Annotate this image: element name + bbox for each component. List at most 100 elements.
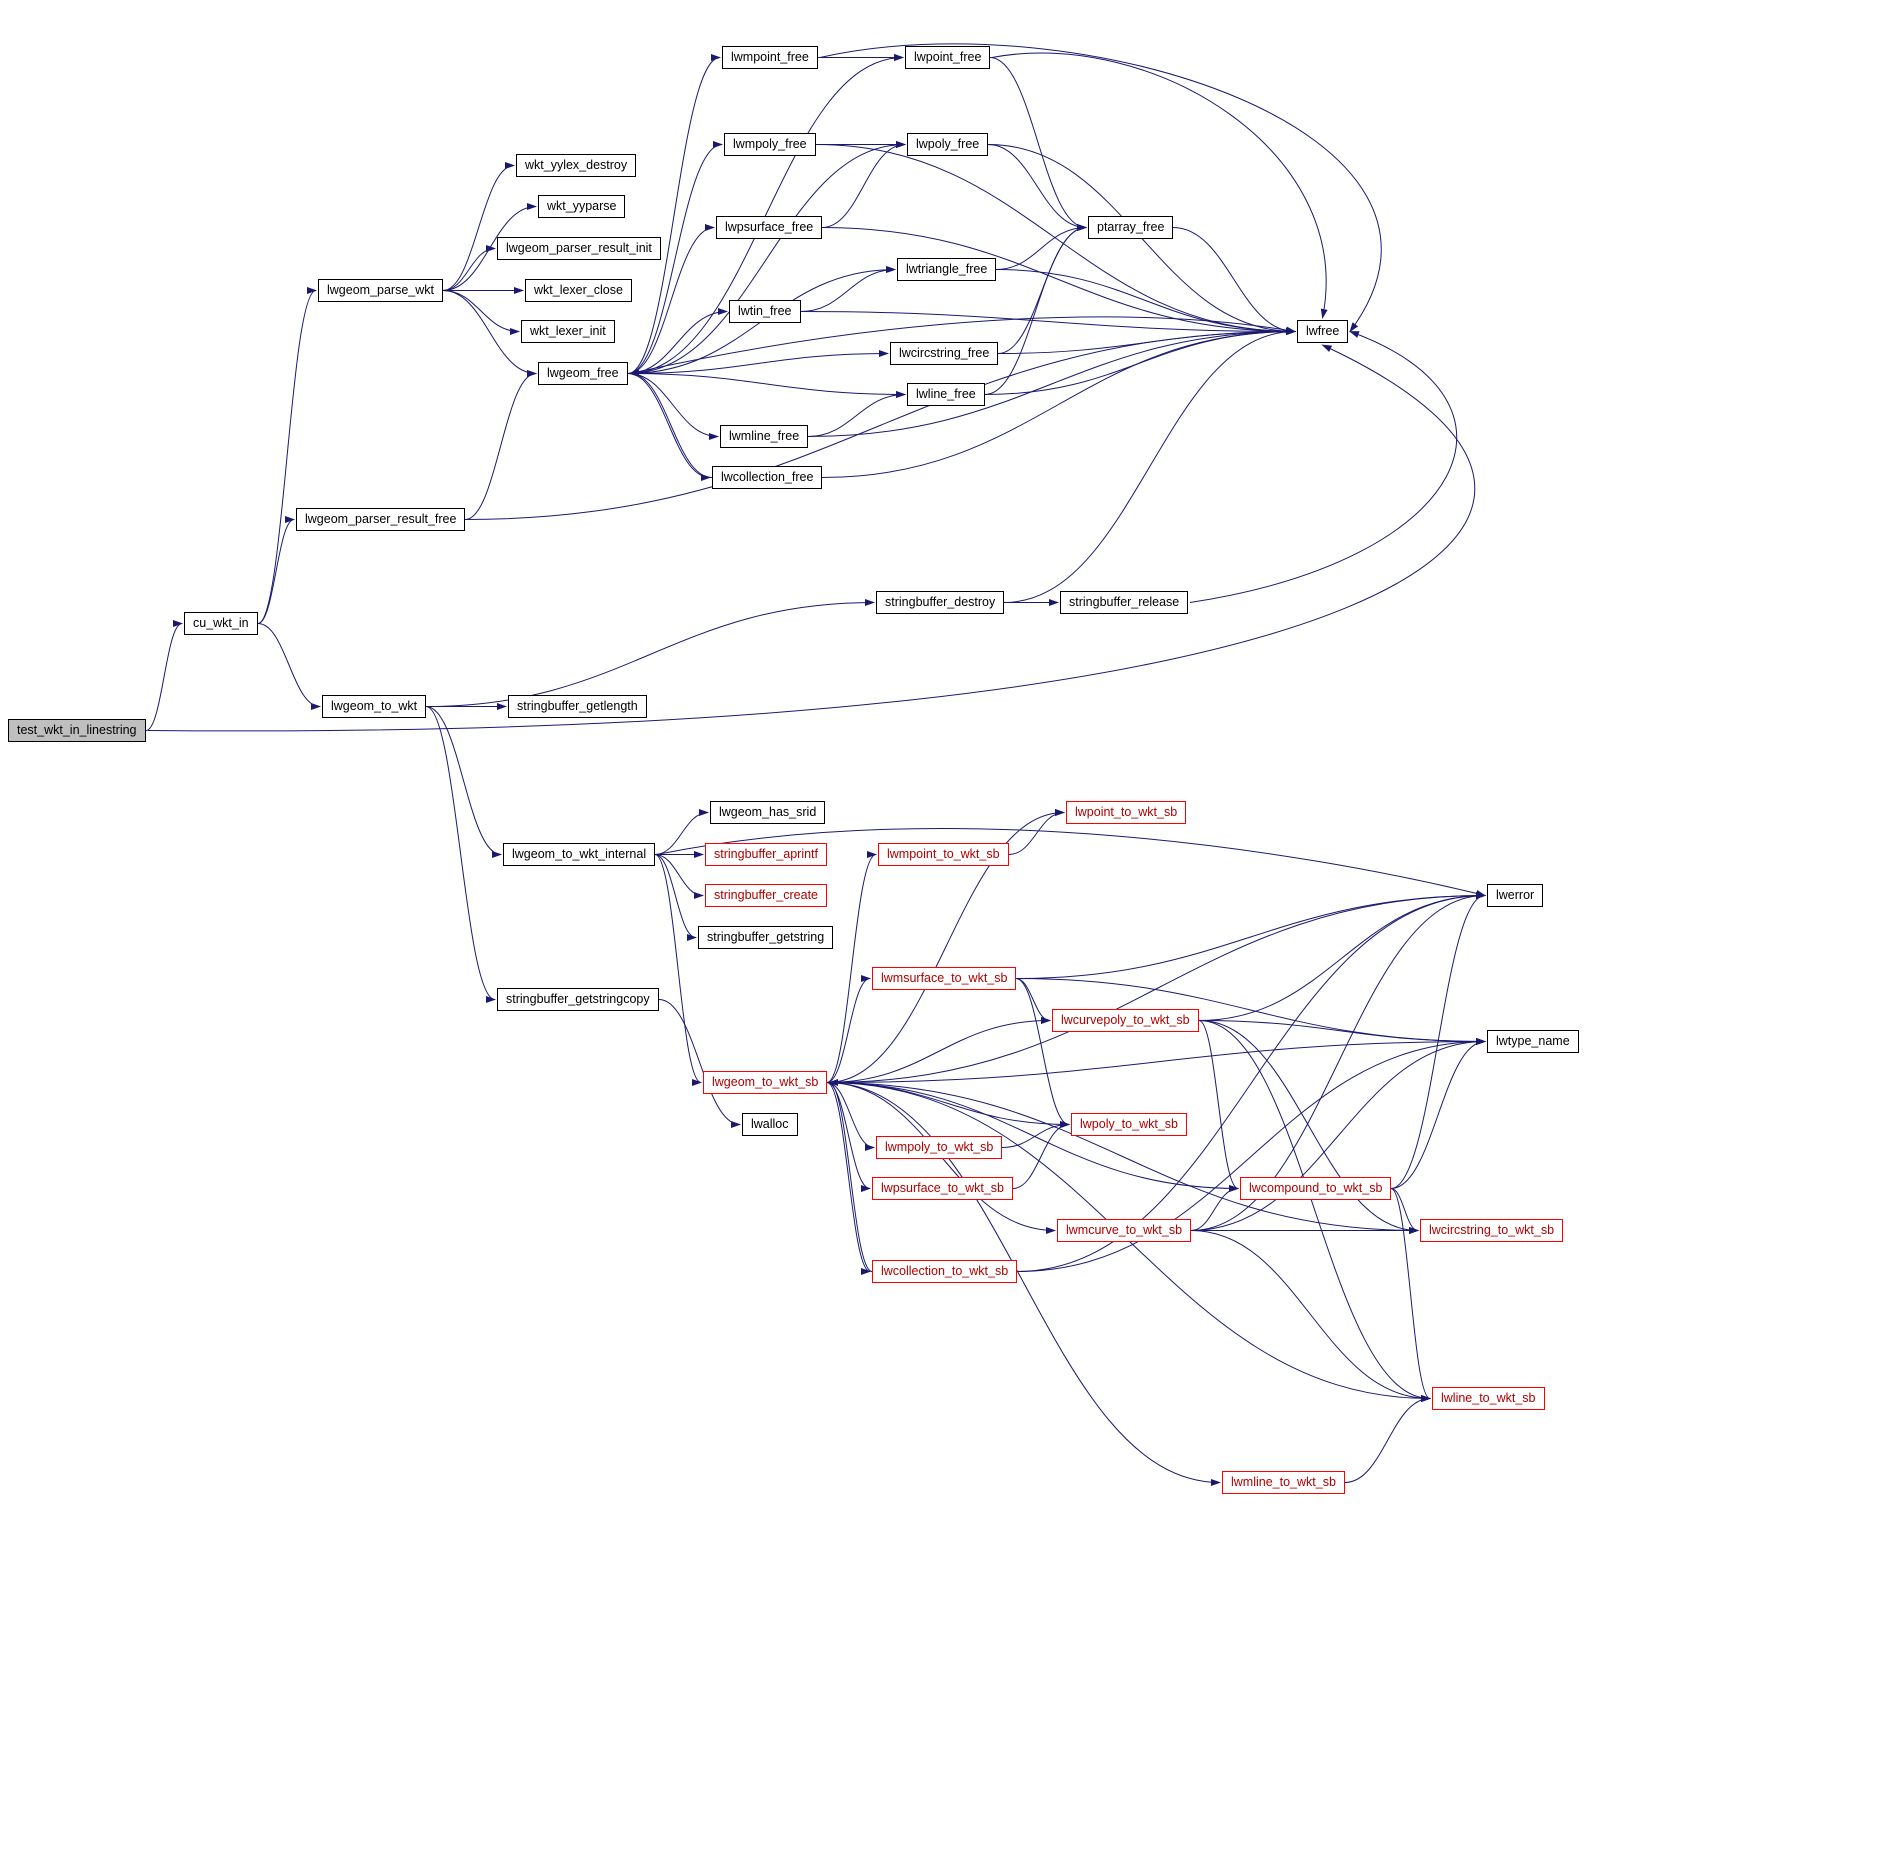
- edge-lwgeom_parse_wkt-lwgeom_free: [442, 290, 537, 377]
- edge-lwmline_to_wkt_sb-lwline_to_wkt_sb: [1344, 1395, 1431, 1483]
- node-stringbuffer_destroy[interactable]: stringbuffer_destroy: [876, 591, 1005, 614]
- edge-lwcollection_free-lwgeom_free: [629, 370, 713, 478]
- node-lwmline_to_wkt_sb[interactable]: lwmline_to_wkt_sb: [1222, 1471, 1345, 1494]
- edge-lwgeom_free-lwmpoly_free: [627, 141, 723, 374]
- node-lwcollection_to_wkt_sb[interactable]: lwcollection_to_wkt_sb: [872, 1260, 1018, 1283]
- edge-stringbuffer_getstringcopy-lwalloc: [658, 999, 741, 1128]
- edge-lwgeom_to_wkt_sb-lwtype_name: [826, 1038, 1486, 1083]
- edge-lwmpoly_free-lwfree: [815, 144, 1296, 335]
- edge-lwmline_free-lwline_free: [807, 391, 906, 437]
- edge-lwgeom_parser_result_free-lwgeom_free: [464, 370, 537, 520]
- node-lwtype_name[interactable]: lwtype_name: [1487, 1030, 1579, 1053]
- edge-lwcollection_free-lwfree: [821, 328, 1296, 478]
- edge-lwgeom_to_wkt_sb-lwpoint_to_wkt_sb: [826, 809, 1065, 1083]
- edge-lwgeom_to_wkt-stringbuffer_destroy: [425, 599, 875, 707]
- edge-lwcollection_to_wkt_sb-lwtype_name: [1016, 1038, 1486, 1272]
- edge-lwgeom_to_wkt_internal-stringbuffer_getstring: [654, 854, 697, 941]
- edge-ptarray_free-lwfree: [1172, 227, 1296, 335]
- edge-cu_wkt_in-lwgeom_parse_wkt: [257, 287, 317, 624]
- node-cu_wkt_in[interactable]: cu_wkt_in: [184, 612, 258, 635]
- edge-lwpoint_free-ptarray_free: [989, 57, 1087, 231]
- node-lwpsurface_to_wkt_sb[interactable]: lwpsurface_to_wkt_sb: [872, 1177, 1013, 1200]
- edge-lwgeom_to_wkt_sb-lwcurvepoly_to_wkt_sb: [826, 1017, 1051, 1083]
- node-lwgeom_parser_result_init[interactable]: lwgeom_parser_result_init: [497, 237, 661, 260]
- node-lwgeom_parse_wkt[interactable]: lwgeom_parse_wkt: [318, 279, 443, 302]
- node-lwpoly_free[interactable]: lwpoly_free: [907, 133, 989, 156]
- node-lwmcurve_to_wkt_sb[interactable]: lwmcurve_to_wkt_sb: [1057, 1219, 1192, 1242]
- edge-lwgeom_free-lwfree: [629, 316, 1296, 374]
- edge-lwmcurve_to_wkt_sb-lwcompound_to_wkt_sb: [1190, 1185, 1239, 1231]
- node-lwmline_free[interactable]: lwmline_free: [720, 425, 809, 448]
- edge-lwmline_free-lwfree: [807, 328, 1296, 437]
- node-test_wkt_in_linestring[interactable]: test_wkt_in_linestring: [8, 719, 146, 742]
- node-stringbuffer_getstringcopy[interactable]: stringbuffer_getstringcopy: [497, 988, 659, 1011]
- node-lwpoint_to_wkt_sb[interactable]: lwpoint_to_wkt_sb: [1066, 801, 1187, 824]
- node-stringbuffer_getlength[interactable]: stringbuffer_getlength: [508, 695, 647, 718]
- edge-lwtriangle_free-lwfree: [995, 269, 1296, 335]
- edge-lwtriangle_free-ptarray_free: [995, 224, 1087, 270]
- edge-test_wkt_in_linestring-lwfree: [147, 344, 1476, 732]
- node-lwgeom_to_wkt_internal[interactable]: lwgeom_to_wkt_internal: [503, 843, 656, 866]
- edge-lwmsurface_to_wkt_sb-lwerror: [1015, 892, 1486, 979]
- node-ptarray_free[interactable]: ptarray_free: [1088, 216, 1174, 239]
- node-lwtriangle_free[interactable]: lwtriangle_free: [897, 258, 997, 281]
- edge-lwgeom_to_wkt_internal-lwgeom_to_wkt_sb: [654, 854, 702, 1086]
- node-lwgeom_parser_result_free[interactable]: lwgeom_parser_result_free: [296, 508, 466, 531]
- node-stringbuffer_getstring[interactable]: stringbuffer_getstring: [698, 926, 834, 949]
- node-lwgeom_to_wkt_sb[interactable]: lwgeom_to_wkt_sb: [703, 1071, 828, 1094]
- edge-lwgeom_free-lwpoly_free: [627, 141, 906, 374]
- node-stringbuffer_aprintf[interactable]: stringbuffer_aprintf: [705, 843, 827, 866]
- node-lwtin_free[interactable]: lwtin_free: [729, 300, 801, 323]
- edge-lwgeom_parse_wkt-wkt_yylex_destroy: [442, 162, 515, 291]
- node-lwmpoly_free[interactable]: lwmpoly_free: [724, 133, 816, 156]
- edge-cu_wkt_in-lwgeom_parser_result_free: [257, 516, 295, 624]
- node-lwcircstring_to_wkt_sb[interactable]: lwcircstring_to_wkt_sb: [1420, 1219, 1564, 1242]
- edge-lwgeom_to_wkt-lwgeom_to_wkt_internal: [425, 706, 502, 858]
- node-lwmpoint_to_wkt_sb[interactable]: lwmpoint_to_wkt_sb: [878, 843, 1009, 866]
- node-lwgeom_to_wkt[interactable]: lwgeom_to_wkt: [322, 695, 427, 718]
- edge-lwpoly_free-ptarray_free: [987, 144, 1087, 231]
- node-lwmpoint_free[interactable]: lwmpoint_free: [722, 46, 818, 69]
- edge-lwpsurface_to_wkt_sb-lwpoly_to_wkt_sb: [1012, 1121, 1070, 1189]
- edge-lwgeom_parse_wkt-lwgeom_parser_result_init: [442, 245, 496, 291]
- node-lwgeom_has_srid[interactable]: lwgeom_has_srid: [710, 801, 826, 824]
- node-lwfree[interactable]: lwfree: [1297, 320, 1349, 343]
- node-lwpsurface_free[interactable]: lwpsurface_free: [716, 216, 823, 239]
- node-lwcollection_free[interactable]: lwcollection_free: [712, 466, 823, 489]
- edge-lwgeom_free-lwcircstring_free: [627, 350, 889, 374]
- node-lwpoint_free[interactable]: lwpoint_free: [905, 46, 991, 69]
- node-wkt_yylex_destroy[interactable]: wkt_yylex_destroy: [516, 154, 637, 177]
- edge-lwpsurface_free-lwpoly_free: [821, 141, 906, 228]
- node-lwerror[interactable]: lwerror: [1487, 884, 1544, 907]
- edge-lwgeom_to_wkt-stringbuffer_getstringcopy: [425, 706, 496, 1003]
- edge-test_wkt_in_linestring-cu_wkt_in: [145, 620, 183, 731]
- node-lwpoly_to_wkt_sb[interactable]: lwpoly_to_wkt_sb: [1071, 1113, 1187, 1136]
- node-stringbuffer_create[interactable]: stringbuffer_create: [705, 884, 827, 907]
- edge-lwcurvepoly_to_wkt_sb-lwcompound_to_wkt_sb: [1198, 1020, 1239, 1192]
- node-wkt_lexer_init[interactable]: wkt_lexer_init: [521, 320, 615, 343]
- edge-lwmcurve_to_wkt_sb-lwtype_name: [1190, 1038, 1486, 1231]
- node-lwcurvepoly_to_wkt_sb[interactable]: lwcurvepoly_to_wkt_sb: [1052, 1009, 1199, 1032]
- node-lwgeom_free[interactable]: lwgeom_free: [538, 362, 628, 385]
- edge-lwgeom_to_wkt_sb-lwerror: [826, 892, 1486, 1083]
- node-lwline_free[interactable]: lwline_free: [907, 383, 985, 406]
- edge-lwgeom_free-lwmline_free: [627, 373, 719, 440]
- node-stringbuffer_release[interactable]: stringbuffer_release: [1060, 591, 1189, 614]
- node-wkt_yyparse[interactable]: wkt_yyparse: [538, 195, 626, 218]
- node-lwmpoly_to_wkt_sb[interactable]: lwmpoly_to_wkt_sb: [876, 1136, 1003, 1159]
- node-lwcompound_to_wkt_sb[interactable]: lwcompound_to_wkt_sb: [1240, 1177, 1392, 1200]
- edge-lwgeom_to_wkt_sb-lwpsurface_to_wkt_sb: [826, 1082, 871, 1192]
- edge-lwcurvepoly_to_wkt_sb-lwcircstring_to_wkt_sb: [1198, 1020, 1419, 1234]
- node-lwcircstring_free[interactable]: lwcircstring_free: [890, 342, 999, 365]
- edge-lwgeom_free-lwpsurface_free: [627, 224, 715, 374]
- edge-lwcompound_to_wkt_sb-lwline_to_wkt_sb: [1390, 1188, 1431, 1402]
- node-wkt_lexer_close[interactable]: wkt_lexer_close: [525, 279, 632, 302]
- node-lwline_to_wkt_sb[interactable]: lwline_to_wkt_sb: [1432, 1387, 1545, 1410]
- edge-lwtin_free-lwfree: [800, 311, 1296, 335]
- node-lwmsurface_to_wkt_sb[interactable]: lwmsurface_to_wkt_sb: [872, 967, 1017, 990]
- edge-lwgeom_free-lwcollection_free: [627, 373, 711, 481]
- node-lwalloc[interactable]: lwalloc: [742, 1113, 798, 1136]
- edge-lwgeom_to_wkt_sb-lwmpoint_to_wkt_sb: [826, 851, 877, 1083]
- edge-cu_wkt_in-lwgeom_to_wkt: [257, 623, 321, 710]
